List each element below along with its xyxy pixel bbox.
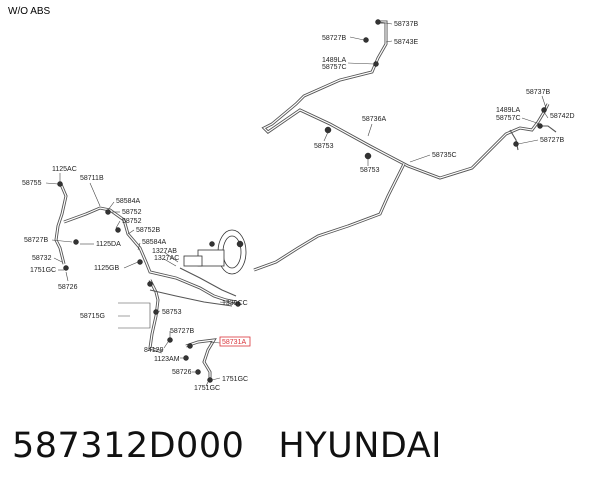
callout-label: 58726: [172, 369, 192, 376]
callout-label: 1327AC: [154, 255, 179, 262]
part-number: 587312D000: [12, 426, 245, 466]
callout-label: 1125DA: [96, 241, 121, 248]
callout-label: 58715G: [80, 313, 105, 320]
callout-label: 1489LA: [496, 107, 520, 114]
callout-label: 58727B: [540, 137, 564, 144]
pipe-clips: [57, 19, 547, 383]
callout-labels: 58737B 58727B 58743E 1489LA 58757C 58737…: [22, 21, 575, 392]
brake-pipe-routing: [54, 20, 557, 382]
callout-label: 58752: [122, 218, 142, 225]
callout-label: 1751GC: [194, 385, 220, 392]
callout-label: 58742D: [550, 113, 575, 120]
callout-label: 1339CC: [222, 300, 248, 307]
callout-label: 58743E: [394, 39, 418, 46]
diagram-note: W/O ABS: [8, 6, 51, 17]
callout-label: 58727B: [170, 328, 194, 335]
callout-label: 58752B: [136, 227, 160, 234]
callout-label: 58753: [162, 309, 182, 316]
callout-label: 58737B: [526, 89, 550, 96]
callout-label: 58727B: [322, 35, 346, 42]
callout-label: 58711B: [80, 175, 104, 182]
callout-label: 58755: [22, 180, 42, 187]
callout-label: 1125GB: [94, 265, 119, 272]
callout-label: 1751GC: [222, 376, 248, 383]
callout-label-highlighted: 58731A: [222, 339, 246, 346]
callout-label: 58732: [32, 255, 52, 262]
callout-label: 58726: [58, 284, 78, 291]
callout-label: 58757C: [496, 115, 521, 122]
callout-label: 58753: [360, 167, 380, 174]
callout-label: 58736A: [362, 116, 386, 123]
callout-label: 58584A: [116, 198, 140, 205]
callout-label: 1327AB: [152, 248, 177, 255]
callout-label: 1489LA: [322, 57, 346, 64]
brake-booster: [183, 229, 247, 275]
callout-label: 1125AC: [52, 166, 77, 173]
master-cylinder-line: [149, 267, 237, 307]
highlight-box: [219, 336, 251, 347]
brand-name: HYUNDAI: [278, 426, 442, 466]
callout-label: 58752: [122, 209, 142, 216]
part-footer: 587312D000 HYUNDAI: [12, 426, 442, 466]
callout-label: 58727B: [24, 237, 48, 244]
callout-label: 58737B: [394, 21, 418, 28]
callout-label: 58584A: [142, 239, 166, 246]
callout-label: 84129: [144, 347, 164, 354]
callout-label: 1751GC: [30, 267, 56, 274]
callout-leaders: [45, 21, 549, 387]
callout-label: 1123AM: [154, 356, 180, 363]
callout-label: 58753: [314, 143, 334, 150]
rear-brake-pipe-lower: [253, 163, 406, 272]
callout-label: 58757C: [322, 64, 347, 71]
callout-label: 58735C: [432, 152, 457, 159]
